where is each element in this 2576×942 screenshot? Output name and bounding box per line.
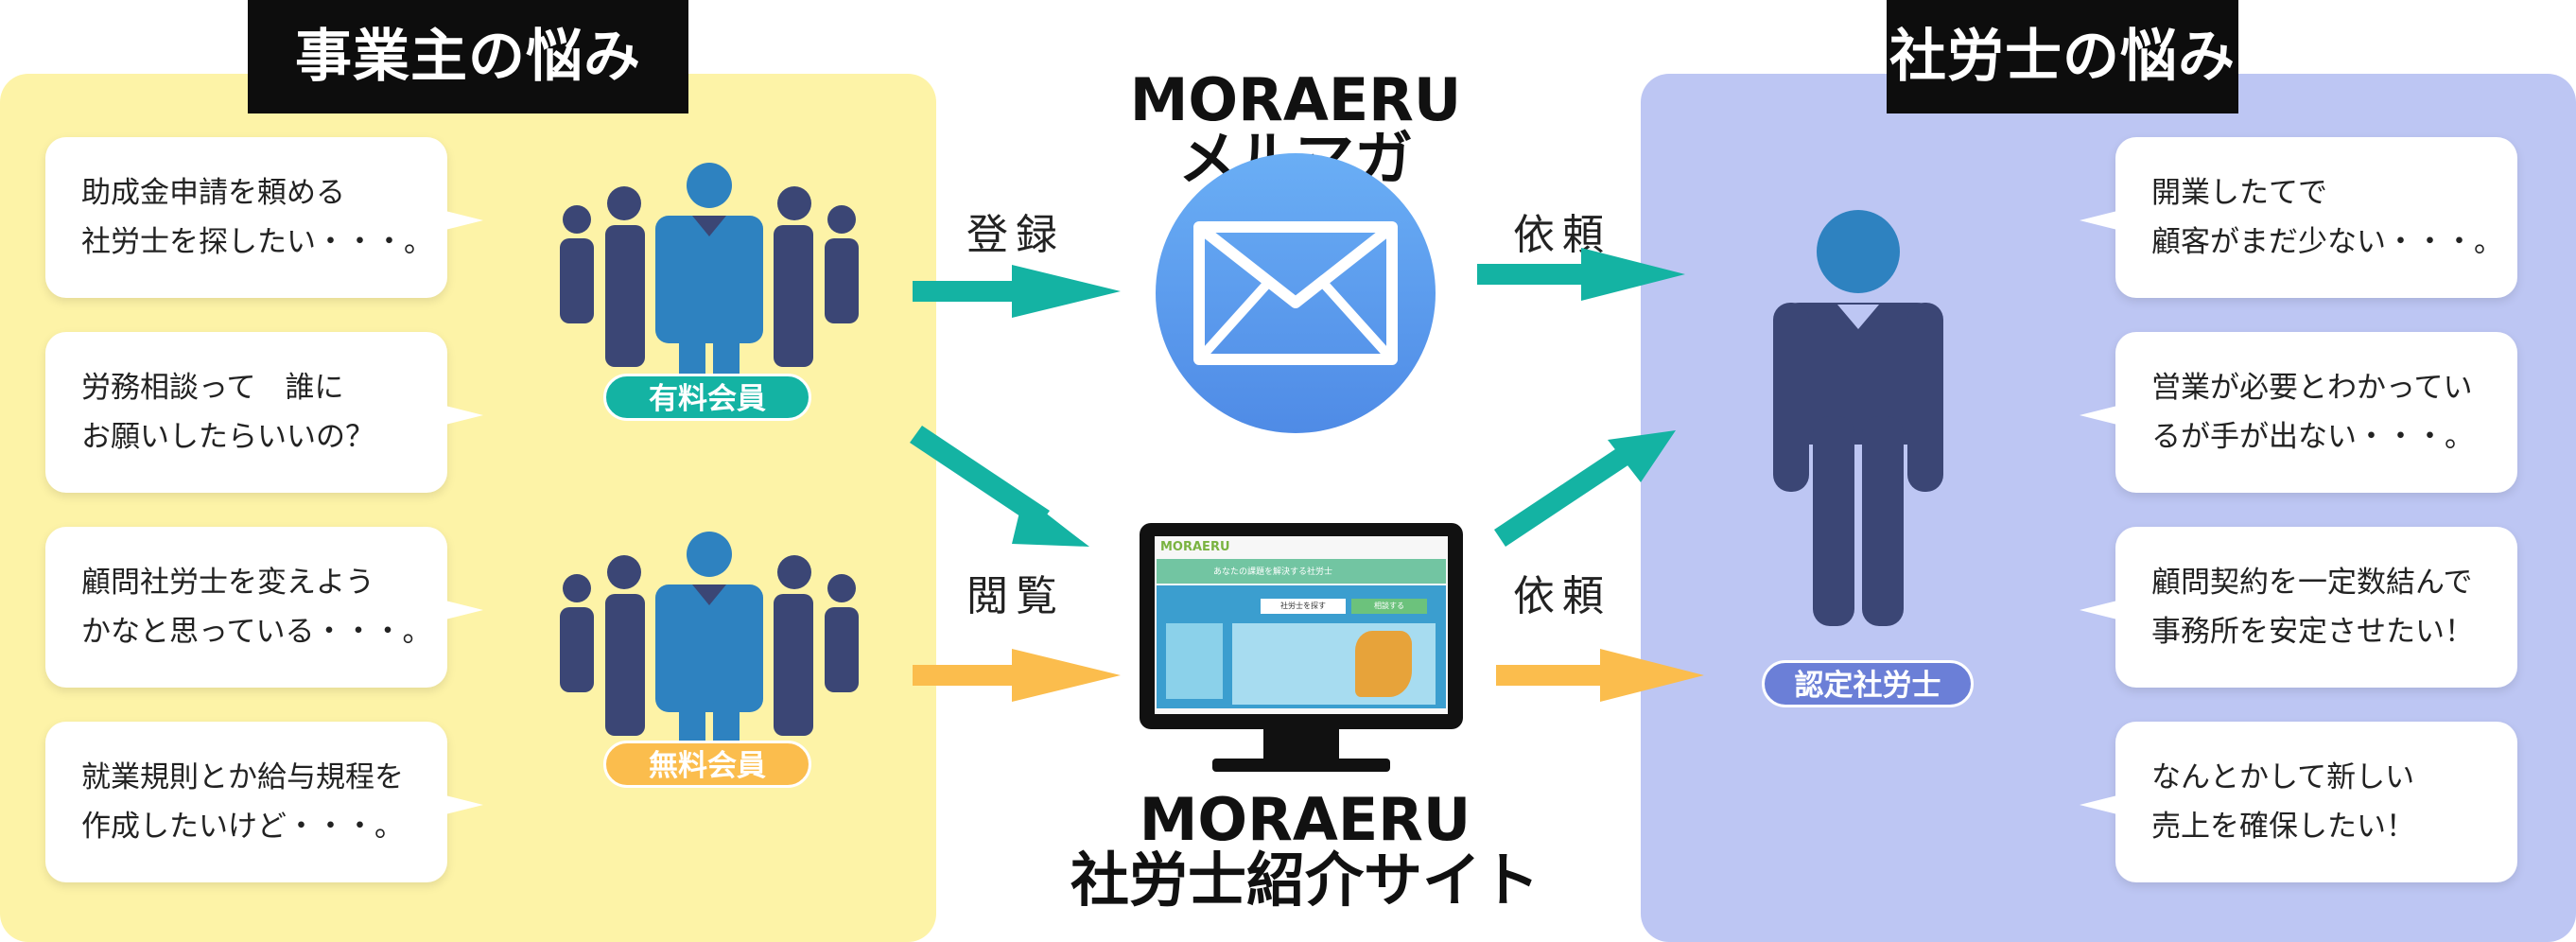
business-owner-concerns-title: 事業主の悩み — [248, 0, 688, 113]
bubble-text: 助成金申請を頼める 社労士を探したい・・・。 — [81, 176, 433, 259]
consultant-concern-bubble: 開業したてで 顧客がまだ少ない・・・。 — [2080, 137, 2517, 298]
screen-tab: 相談する — [1351, 599, 1427, 614]
register-label: 登録 — [966, 211, 1065, 259]
bubble-text: なんとかして新しい 売上を確保したい！ — [2151, 760, 2415, 844]
screen-hero: 社労士を探す 相談する — [1157, 585, 1446, 708]
screen-header-bar: あなたの課題を解決する社労士 — [1157, 559, 1446, 584]
owner-concern-bubble: 労務相談って 誰に お願いしたらいいの？ — [45, 332, 483, 493]
screen-map-shape — [1355, 631, 1412, 697]
bubble-text: 労務相談って 誰に お願いしたらいいの？ — [81, 371, 374, 454]
screen-map — [1232, 623, 1436, 705]
owner-concern-bubble: 就業規則とか給与規程を 作成したいけど・・・。 — [45, 722, 483, 882]
monitor-icon: MORAERU あなたの課題を解決する社労士 社労士を探す 相談する — [1140, 523, 1463, 729]
screen-header-text: あなたの課題を解決する社労士 — [1213, 567, 1333, 577]
labor-consultant-concerns-title: 社労士の悩み — [1887, 0, 2238, 113]
site-name: 社労士紹介サイト — [1070, 846, 1540, 915]
consultant-concern-bubble: 顧問契約を一定数結んで 事務所を安定させたい！ — [2080, 527, 2517, 688]
site-brand: MORAERU — [1139, 785, 1471, 854]
browse-arrow-icon — [913, 649, 1121, 702]
request-top-arrow-icon — [1477, 248, 1685, 301]
free-members-group-icon — [560, 532, 859, 776]
bubble-text: 就業規則とか給与規程を 作成したいけど・・・。 — [81, 760, 404, 844]
register-arrow-icon — [913, 265, 1121, 318]
bubble-text: 顧問契約を一定数結んで 事務所を安定させたい！ — [2151, 566, 2474, 649]
request-diagonal-arrow-icon — [1494, 430, 1676, 547]
request-label: 依頼 — [1513, 572, 1611, 620]
monitor-base — [1212, 759, 1390, 772]
free-member-badge: 無料会員 — [603, 741, 811, 788]
certified-consultant-badge: 認定社労士 — [1762, 660, 1974, 707]
bubble-text: 顧問社労士を変えよう かなと思っている・・・。 — [81, 566, 432, 649]
screen-illustration — [1166, 623, 1223, 699]
paid-member-badge: 有料会員 — [603, 374, 811, 421]
monitor-stand — [1263, 729, 1339, 761]
site-title: MORAERU 社労士紹介サイト — [1040, 790, 1570, 911]
consultant-concern-bubble: 営業が必要とわかってい るが手が出ない・・・。 — [2080, 332, 2517, 493]
browse-label: 閲覧 — [966, 572, 1065, 620]
paid-members-group-icon — [560, 163, 859, 407]
site-screenshot: MORAERU あなたの課題を解決する社労士 社労士を探す 相談する — [1155, 536, 1448, 714]
screen-logo: MORAERU — [1160, 540, 1230, 554]
browse-diagonal-arrow-icon — [910, 426, 1089, 547]
person-icon — [1773, 210, 1943, 626]
owner-concern-bubble: 顧問社労士を変えよう かなと思っている・・・。 — [45, 527, 483, 688]
envelope-icon — [1156, 153, 1436, 433]
screen-tab: 社労士を探す — [1261, 599, 1346, 614]
request-bottom-arrow-icon — [1496, 649, 1704, 702]
consultant-concern-bubble: なんとかして新しい 売上を確保したい！ — [2080, 722, 2517, 882]
bubble-text: 開業したてで 顧客がまだ少ない・・・。 — [2151, 176, 2503, 259]
owner-concern-bubble: 助成金申請を頼める 社労士を探したい・・・。 — [45, 137, 483, 298]
bubble-text: 営業が必要とわかってい るが手が出ない・・・。 — [2151, 371, 2474, 454]
newsletter-brand: MORAERU — [1129, 65, 1462, 134]
